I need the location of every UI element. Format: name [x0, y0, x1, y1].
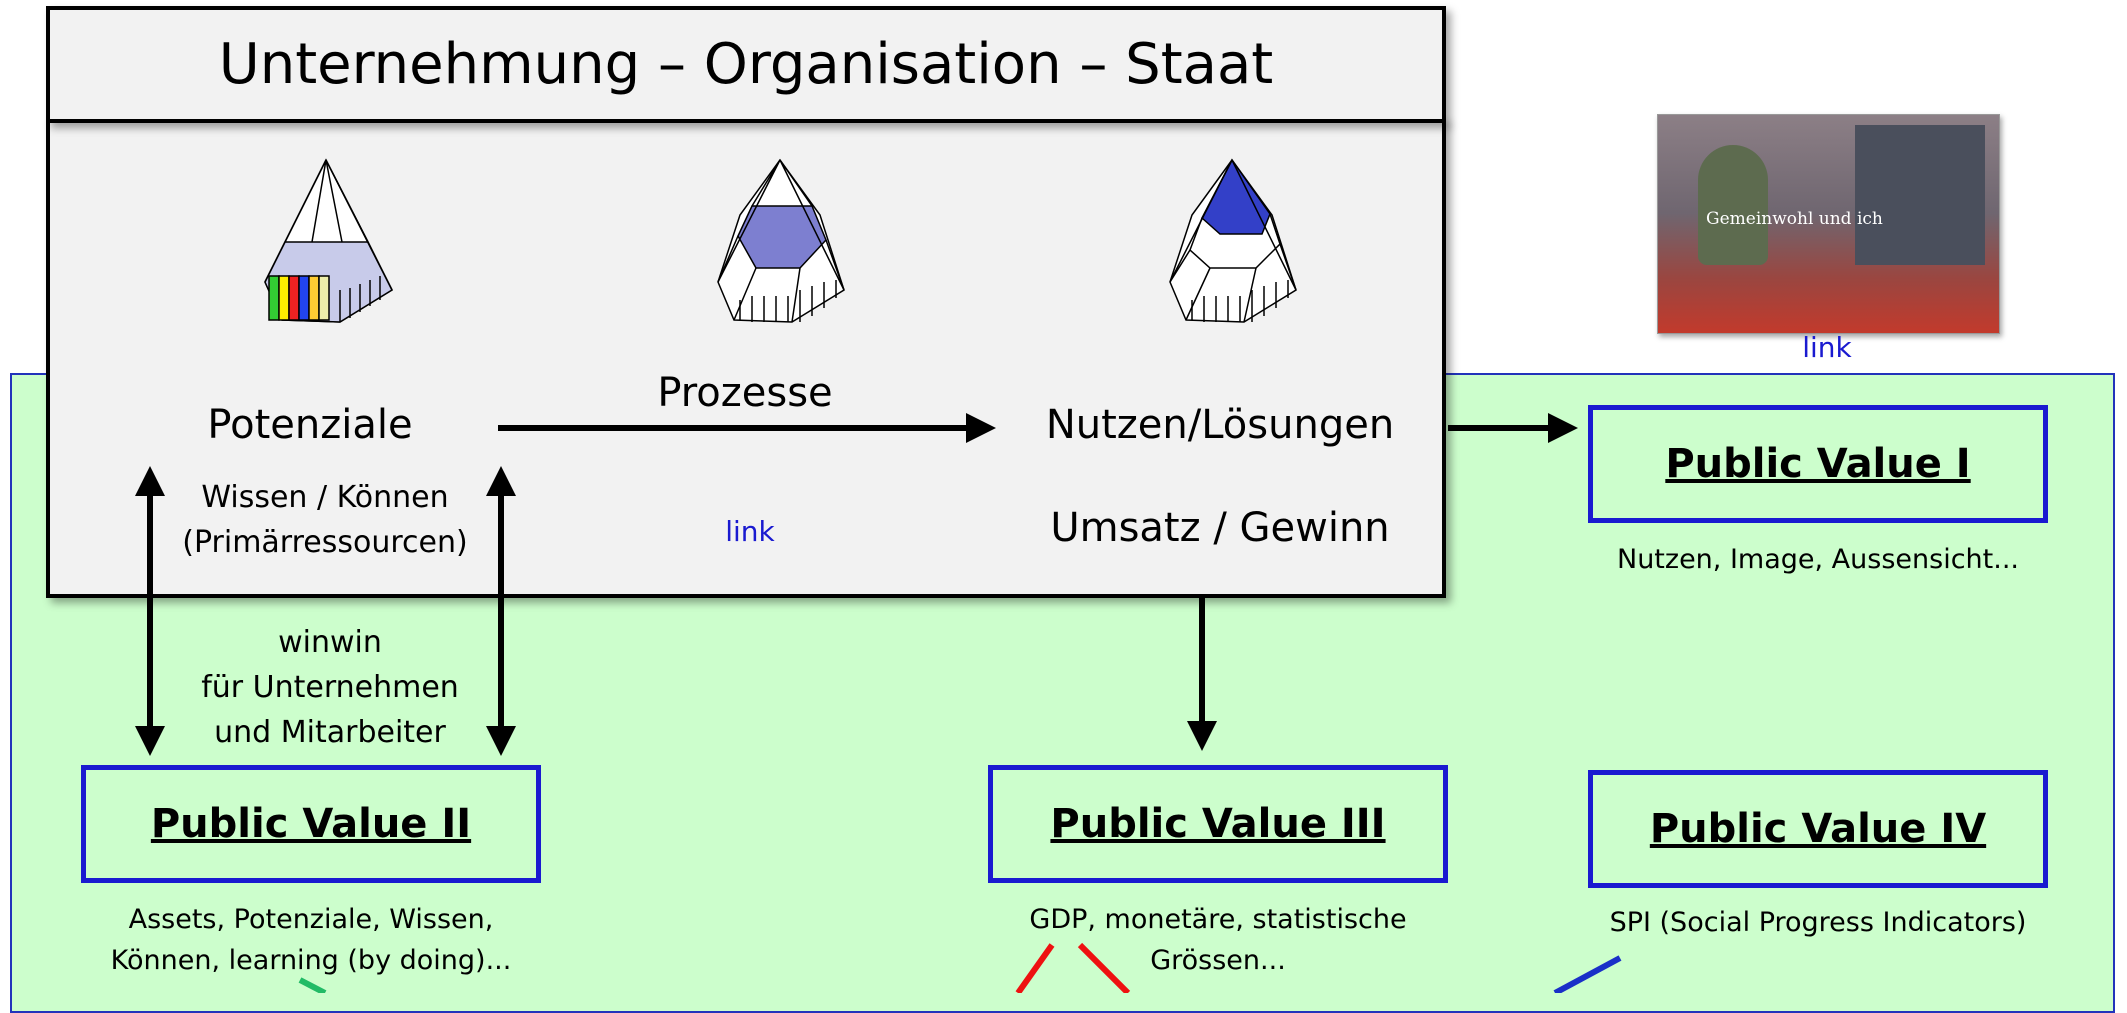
process-link[interactable]: link — [725, 515, 775, 548]
label-potenziale: Potenziale — [207, 402, 413, 448]
public-value-3-caption-line1: GDP, monetäre, statistische — [1029, 904, 1407, 935]
pyramid-prozesse-icon — [717, 158, 845, 323]
resources-line1: Wissen / Können — [201, 480, 449, 515]
photo-link[interactable]: link — [1802, 331, 1852, 364]
label-nutzen-loesungen: Nutzen/Lösungen — [1045, 402, 1395, 448]
resources-text: Wissen / Können (Primärressourcen) — [150, 475, 500, 565]
connector-blue — [1553, 955, 1622, 993]
public-value-3-caption-line2: Grössen... — [1150, 944, 1286, 976]
gemeinwohl-photo[interactable]: Gemeinwohl und ich — [1657, 114, 2000, 334]
public-value-1-caption: Nutzen, Image, Aussensicht... — [1617, 544, 2019, 575]
tree-shape — [1698, 145, 1768, 265]
public-value-3-box: Public Value III — [988, 765, 1448, 883]
resources-line2: (Primärressourcen) — [182, 525, 468, 560]
label-umsatz-gewinn: Umsatz / Gewinn — [1050, 505, 1390, 551]
connector-red-right — [1077, 942, 1131, 993]
public-value-2-caption-line1: Assets, Potenziale, Wissen, — [128, 904, 494, 935]
public-value-4-caption: SPI (Social Progress Indicators) — [1609, 907, 2027, 938]
photo-headline: Gemeinwohl und ich — [1706, 209, 1883, 229]
diagram-title: Unternehmung – Organisation – Staat — [46, 6, 1446, 123]
label-prozesse: Prozesse — [657, 370, 833, 416]
connector-green — [298, 977, 327, 993]
building-shape — [1855, 125, 1985, 265]
public-value-2-caption: Assets, Potenziale, Wissen, Können, lear… — [81, 900, 541, 981]
public-value-1-box: Public Value I — [1588, 405, 2048, 523]
pyramid-nutzen-icon — [1169, 158, 1297, 323]
public-value-3-caption: GDP, monetäre, statistische Grössen... — [988, 900, 1448, 981]
winwin-text: winwin für Unternehmen und Mitarbeiter — [160, 620, 500, 755]
public-value-2-caption-line2: Können, learning (by doing)... — [110, 944, 512, 976]
public-value-2-box: Public Value II — [81, 765, 541, 883]
winwin-line2: für Unternehmen — [201, 670, 459, 705]
public-value-4-box: Public Value IV — [1588, 770, 2048, 888]
winwin-line1: winwin — [278, 625, 382, 660]
pyramid-potenziale-icon — [264, 158, 393, 323]
connector-red-left — [1015, 943, 1055, 993]
winwin-line3: und Mitarbeiter — [214, 715, 446, 750]
